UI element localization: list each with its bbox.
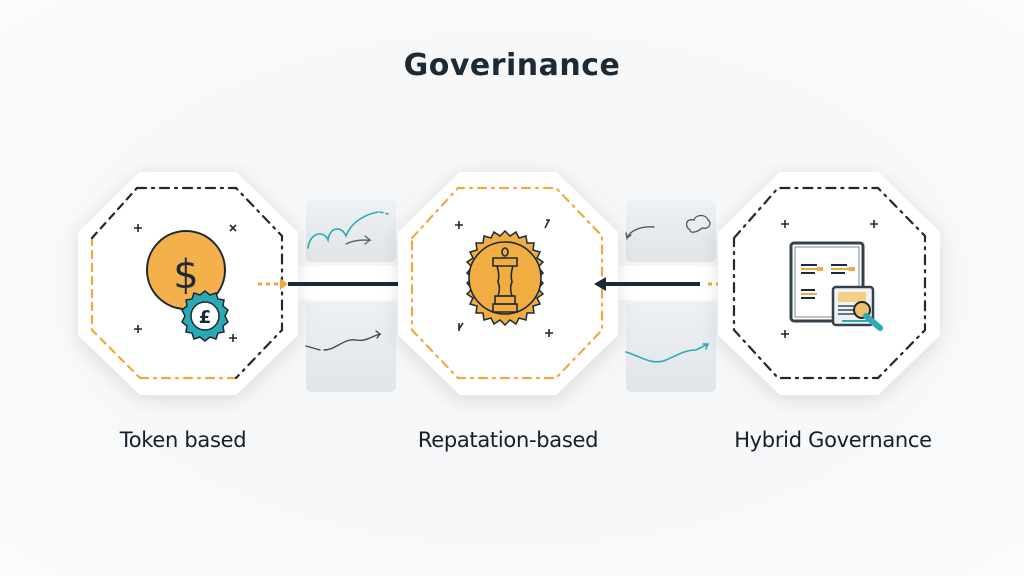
coin-dollar-pound-gear-icon: $ £ [146,230,229,342]
pound-glyph: £ [199,307,212,328]
page-title: Goverinance [403,48,621,83]
sparkle-icon [781,220,878,338]
dollar-glyph: $ [173,252,198,298]
label-hybrid-governance: Hybrid Governance [734,428,932,452]
node-reputation-border [410,186,604,380]
label-reputation-based: Repatation-based [417,428,599,452]
document-magnifier-icon [789,241,883,331]
node-token-border [90,186,284,380]
doodle-swirl-icon [305,211,389,351]
node-hybrid-border [732,186,927,380]
connector-panels [306,200,716,392]
sparkle-icon [134,224,237,342]
chess-rook-badge-icon [465,229,545,327]
sparkle-icon [455,219,553,337]
label-token-based: Token based [119,428,247,452]
doodle-swirl-icon [625,214,711,363]
